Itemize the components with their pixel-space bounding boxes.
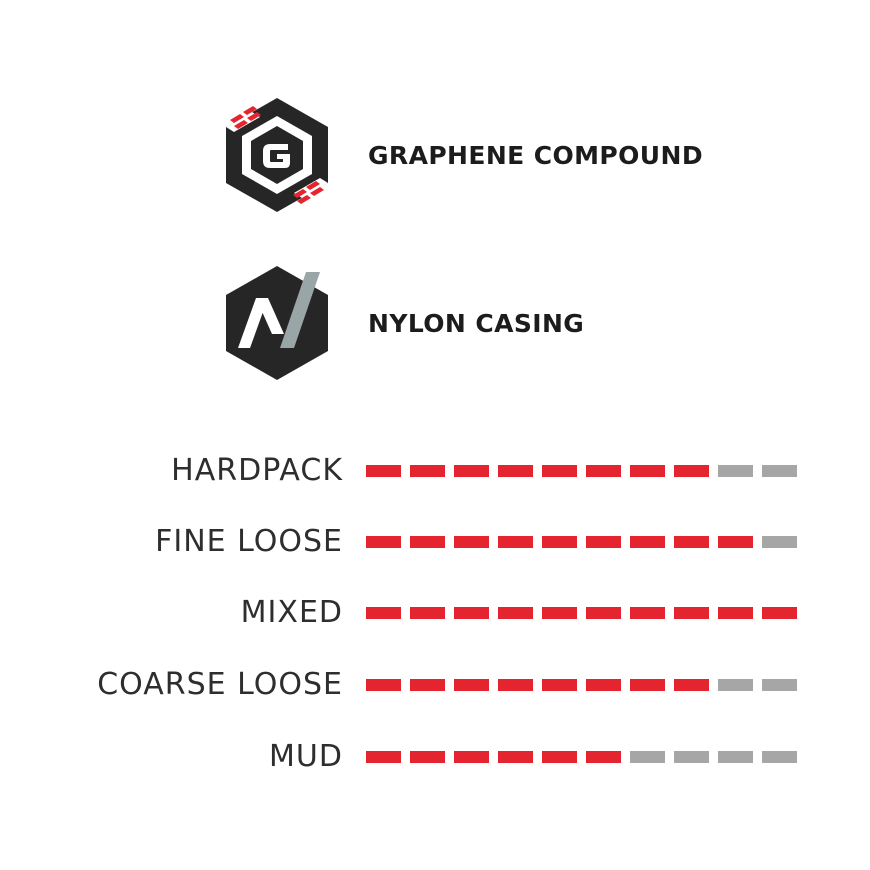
rating-segment-filled xyxy=(542,607,577,619)
rating-segment-filled xyxy=(454,751,489,763)
rating-label: HARDPACK xyxy=(171,453,343,488)
rating-segment-empty xyxy=(762,536,797,548)
rating-meter xyxy=(366,751,797,763)
rating-row-coarse-loose: COARSE LOOSE xyxy=(0,664,870,706)
feature-label-nylon: NYLON CASING xyxy=(368,308,585,338)
rating-segment-filled xyxy=(498,607,533,619)
rating-segment-filled xyxy=(498,465,533,477)
rating-label: COARSE LOOSE xyxy=(97,667,343,702)
rating-segment-filled xyxy=(410,536,445,548)
rating-segment-filled xyxy=(762,607,797,619)
rating-segment-filled xyxy=(630,679,665,691)
rating-segment-filled xyxy=(410,465,445,477)
rating-segment-filled xyxy=(366,751,401,763)
rating-label: MIXED xyxy=(240,595,343,630)
feature-label-graphene: GRAPHENE COMPOUND xyxy=(368,140,703,170)
rating-segment-filled xyxy=(630,607,665,619)
rating-segment-filled xyxy=(498,679,533,691)
rating-segment-filled xyxy=(718,536,753,548)
rating-segment-filled xyxy=(542,536,577,548)
rating-segment-filled xyxy=(410,607,445,619)
rating-segment-filled xyxy=(454,679,489,691)
rating-segment-filled xyxy=(498,536,533,548)
rating-segment-filled xyxy=(630,536,665,548)
rating-meter xyxy=(366,679,797,691)
rating-segment-filled xyxy=(454,536,489,548)
rating-segment-filled xyxy=(586,536,621,548)
rating-meter xyxy=(366,536,797,548)
rating-segment-filled xyxy=(366,607,401,619)
rating-segment-filled xyxy=(718,607,753,619)
rating-segment-filled xyxy=(542,751,577,763)
rating-segment-filled xyxy=(454,607,489,619)
rating-segment-empty xyxy=(762,465,797,477)
rating-segment-filled xyxy=(674,607,709,619)
rating-meter xyxy=(366,607,797,619)
rating-segment-filled xyxy=(674,679,709,691)
rating-segment-filled xyxy=(498,751,533,763)
rating-segment-empty xyxy=(718,465,753,477)
rating-segment-filled xyxy=(410,751,445,763)
rating-segment-filled xyxy=(454,465,489,477)
rating-segment-filled xyxy=(586,751,621,763)
nylon-n-hexagon-icon xyxy=(222,264,332,382)
rating-segment-filled xyxy=(586,607,621,619)
rating-segment-filled xyxy=(366,679,401,691)
rating-segment-filled xyxy=(674,536,709,548)
feature-nylon: NYLON CASING xyxy=(222,264,584,382)
rating-segment-filled xyxy=(674,465,709,477)
rating-row-mixed: MIXED xyxy=(0,592,870,634)
graphene-g-hexagon-icon xyxy=(222,96,332,214)
rating-segment-empty xyxy=(718,679,753,691)
rating-label: FINE LOOSE xyxy=(155,524,343,559)
rating-segment-filled xyxy=(542,465,577,477)
rating-label: MUD xyxy=(269,739,343,774)
rating-row-hardpack: HARDPACK xyxy=(0,450,870,492)
rating-segment-filled xyxy=(630,465,665,477)
rating-segment-empty xyxy=(762,751,797,763)
rating-segment-filled xyxy=(366,536,401,548)
rating-segment-empty xyxy=(630,751,665,763)
rating-segment-filled xyxy=(366,465,401,477)
rating-segment-empty xyxy=(762,679,797,691)
rating-segment-filled xyxy=(586,465,621,477)
rating-segment-empty xyxy=(718,751,753,763)
rating-segment-filled xyxy=(410,679,445,691)
rating-segment-filled xyxy=(542,679,577,691)
rating-row-mud: MUD xyxy=(0,736,870,778)
rating-meter xyxy=(366,465,797,477)
rating-row-fine-loose: FINE LOOSE xyxy=(0,521,870,563)
rating-segment-filled xyxy=(586,679,621,691)
feature-graphene: GRAPHENE COMPOUND xyxy=(222,96,703,214)
rating-segment-empty xyxy=(674,751,709,763)
